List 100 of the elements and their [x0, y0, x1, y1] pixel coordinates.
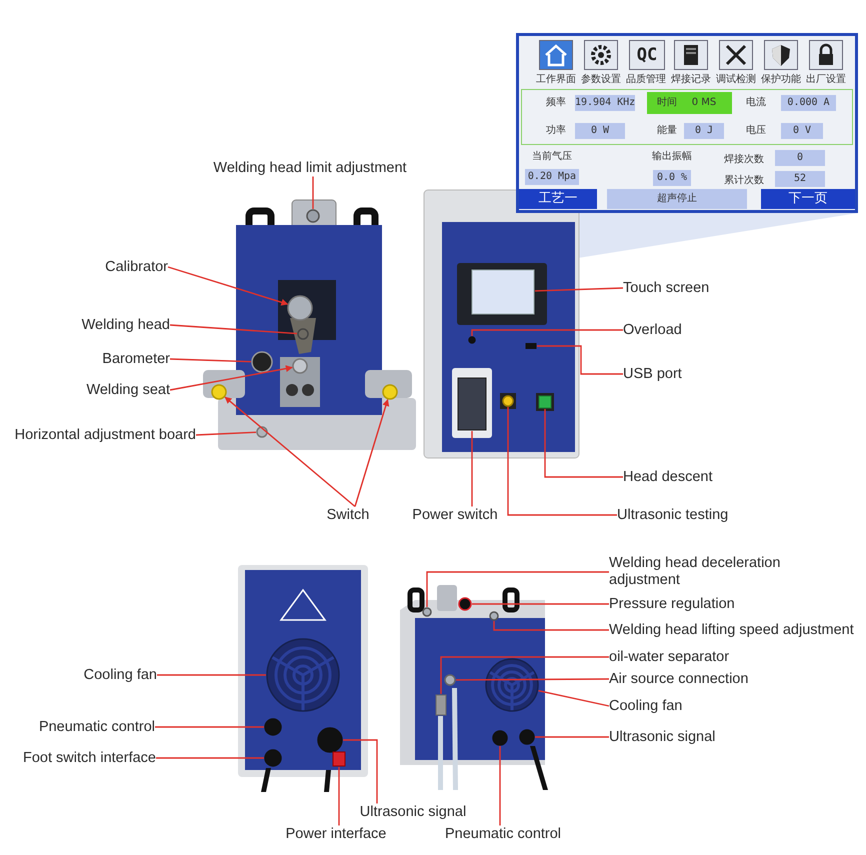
- leader-line: [155, 726, 264, 728]
- field-label: 时间: [656, 96, 678, 110]
- leader-line: [156, 757, 264, 759]
- tab-caption: 出厂设置: [805, 72, 847, 87]
- toggle-switch: [211, 384, 227, 400]
- field-label: 能量: [656, 124, 678, 138]
- welding-horn: [297, 328, 309, 340]
- callout-label: Overload: [623, 322, 682, 338]
- callout-label: Ultrasonic signal: [609, 728, 716, 746]
- callout-label: USB port: [623, 366, 682, 382]
- leader-line: [224, 396, 356, 508]
- welding-seat: [292, 358, 308, 374]
- callout-label: Power switch: [412, 506, 498, 524]
- power-plug: [332, 752, 346, 766]
- callout-label: Calibrator: [105, 258, 168, 276]
- field-label: 焊接次数: [723, 152, 765, 167]
- value-field: 0 J: [684, 123, 724, 139]
- cable-connector: [264, 749, 282, 767]
- field-label: 电压: [745, 124, 767, 138]
- cable-connector: [264, 718, 282, 736]
- filter-bowl: [436, 694, 446, 716]
- adjustment-knob: [489, 611, 499, 621]
- callout-label: Welding seat: [86, 382, 170, 398]
- leader-line: [170, 358, 252, 362]
- fan-grille: [266, 638, 340, 712]
- field-label: 频率: [545, 96, 567, 110]
- tab-caption: 参数设置: [580, 72, 622, 87]
- push-button: [502, 395, 514, 407]
- callout-label: Switch: [326, 506, 370, 524]
- callout-label: Welding head limit adjustment: [213, 160, 407, 176]
- power-breaker: [458, 378, 486, 430]
- value-field: 0 V: [781, 123, 823, 139]
- callout-label: Power interface: [286, 826, 386, 842]
- field-label: 当前气压: [531, 150, 573, 164]
- leader-line: [538, 690, 610, 707]
- callout-label: oil-water separator: [609, 648, 730, 666]
- next-page-button: 下一页: [761, 189, 855, 209]
- leader-line: [354, 398, 390, 507]
- cable-connector: [492, 730, 508, 746]
- calibrator-ring: [287, 295, 313, 321]
- adjustment-knob: [422, 607, 432, 617]
- callout-label: Welding head deceleration adjustment: [609, 555, 809, 589]
- field-value: 0 MS: [690, 96, 718, 110]
- leader-line: [338, 767, 340, 826]
- adjustment-knob: [306, 209, 320, 223]
- callout-label: Barometer: [102, 350, 170, 368]
- value-field: 0.000 A: [781, 95, 836, 111]
- tab-caption: 调试检测: [715, 72, 757, 87]
- tab-caption: 保护功能: [760, 72, 802, 87]
- callout-label: Touch screen: [623, 280, 710, 296]
- callout-label: Welding head: [82, 316, 170, 334]
- callout-label: Head descent: [623, 468, 712, 486]
- base-plate: [256, 426, 268, 438]
- leader-line: [440, 656, 609, 694]
- status-bar: 超声停止: [607, 189, 747, 209]
- leader-line: [312, 176, 314, 209]
- field-label: 累计次数: [723, 174, 765, 188]
- leader-line: [537, 345, 623, 375]
- usb-socket: [526, 343, 536, 349]
- callout-label: Air source connection: [609, 670, 748, 688]
- leader-line: [157, 674, 266, 676]
- callout-label: Pneumatic control: [444, 826, 562, 842]
- tab-label: QC: [629, 40, 665, 70]
- callout-label: Foot switch interface: [23, 750, 156, 766]
- cable-connector: [519, 729, 535, 745]
- cable-connector: [317, 727, 343, 753]
- leader-line: [170, 365, 293, 391]
- leader-line: [170, 324, 298, 334]
- leader-line: [456, 678, 609, 681]
- leader-line: [493, 621, 609, 631]
- leader-line: [471, 329, 623, 336]
- pressure-gauge: [251, 351, 273, 373]
- leader-line: [196, 432, 256, 436]
- value-field: 0 W: [575, 123, 625, 139]
- callout-label: Cooling fan: [84, 666, 157, 684]
- value-field: 52: [775, 171, 825, 187]
- callout-label: Ultrasonic testing: [617, 506, 728, 524]
- field-label: 功率: [545, 124, 567, 138]
- field-label: 电流: [745, 96, 767, 110]
- leader-line: [499, 746, 501, 826]
- push-button: [538, 396, 552, 408]
- callout-label: Ultrasonic signal: [360, 804, 466, 820]
- fan-grille: [485, 658, 539, 712]
- leader-line: [343, 739, 378, 804]
- callout-label: Welding head lifting speed adjustment: [609, 622, 854, 638]
- air-fitting: [444, 674, 456, 686]
- leader-line: [168, 266, 288, 306]
- tab-caption: 工作界面: [535, 73, 577, 87]
- tab-caption: 焊接记录: [670, 72, 712, 87]
- leader-line: [472, 603, 609, 605]
- screen-display: [472, 270, 534, 314]
- callout-label: Horizontal adjustment board: [14, 426, 196, 444]
- callout-label: Pneumatic control: [38, 718, 155, 736]
- leader-line: [534, 287, 624, 292]
- callout-label: Pressure regulation: [609, 596, 735, 612]
- callout-label: Cooling fan: [609, 698, 682, 714]
- toggle-switch: [382, 384, 398, 400]
- value-field: 0.20 Mpa: [525, 169, 579, 185]
- pressure-knob: [458, 597, 472, 611]
- tab-caption: 品质管理: [625, 72, 667, 87]
